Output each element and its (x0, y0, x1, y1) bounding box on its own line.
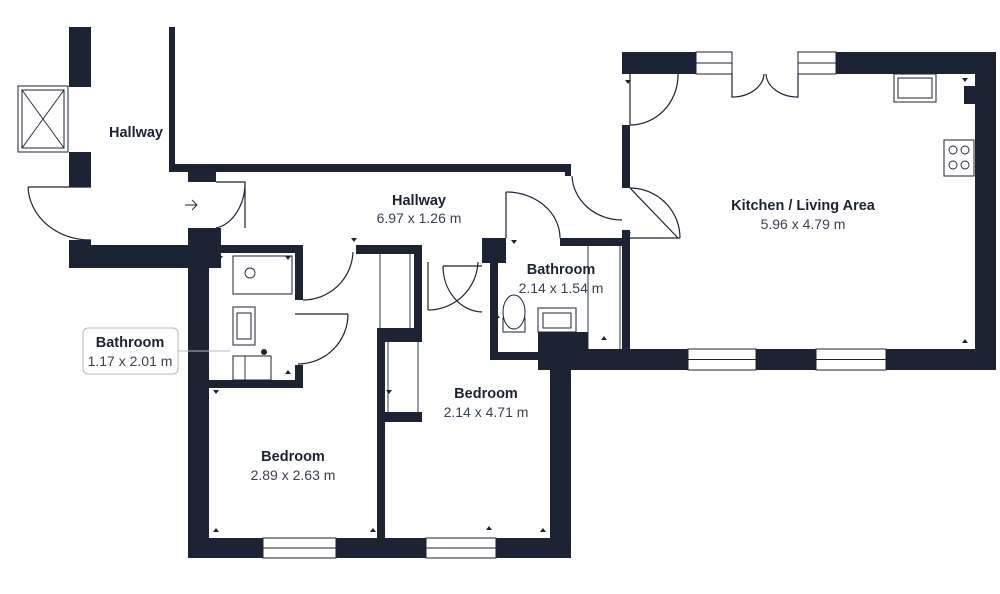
room-name-bedroom-1: Bedroom (261, 449, 325, 465)
doors (27, 73, 799, 412)
room-labels: Hallway Hallway 6.97 x 1.26 m Kitchen / … (82, 125, 876, 483)
skylight-icon (17, 85, 69, 153)
hob-icon (943, 139, 975, 177)
corner-markers (213, 78, 968, 532)
room-dims-bedroom-2: 2.14 x 4.71 m (444, 404, 529, 420)
room-name-hallway-main: Hallway (392, 193, 446, 209)
room-name-hallway-entry: Hallway (109, 125, 163, 141)
callout-bathroom-ensuite: Bathroom 1.17 x 2.01 m (82, 327, 230, 375)
room-name-bathroom-ensuite: Bathroom (96, 335, 164, 351)
room-name-bedroom-2: Bedroom (454, 386, 518, 402)
room-name-bathroom-main: Bathroom (527, 262, 595, 278)
entry-arrow-icon (185, 199, 198, 211)
room-dims-kitchen-living: 5.96 x 4.79 m (761, 216, 846, 232)
walls (69, 27, 996, 558)
room-dims-bathroom-ensuite: 1.17 x 2.01 m (88, 353, 173, 369)
room-dims-bathroom-main: 2.14 x 1.54 m (519, 280, 604, 296)
fixtures (17, 73, 975, 381)
room-dims-bedroom-1: 2.89 x 2.63 m (251, 467, 336, 483)
room-dims-hallway-main: 6.97 x 1.26 m (377, 210, 462, 226)
room-name-kitchen-living: Kitchen / Living Area (731, 198, 876, 214)
windows (262, 51, 887, 559)
